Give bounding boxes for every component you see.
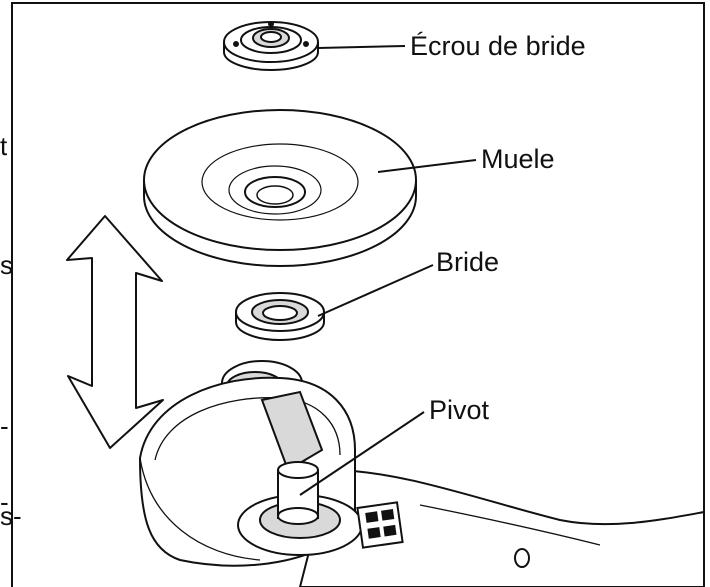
flange-nut-label: Écrou de bride xyxy=(410,31,586,61)
margin-text-fragment: s- xyxy=(0,501,22,531)
diagram-frame xyxy=(11,2,705,587)
flange-part xyxy=(235,292,325,341)
up-down-arrow-icon xyxy=(66,215,164,449)
pivot-label: Pivot xyxy=(429,395,490,425)
flange-nut-part xyxy=(223,21,319,71)
pivot-leader xyxy=(299,411,425,496)
flange-nut-leader xyxy=(317,45,406,49)
flange-leader xyxy=(317,264,434,317)
margin-text-fragment: - xyxy=(0,487,9,517)
margin-text-fragment: - xyxy=(0,411,9,441)
wheel-label: Muele xyxy=(481,144,555,174)
margin-text-fragment: s xyxy=(0,250,13,280)
grinder-body xyxy=(138,360,705,587)
flange-label: Bride xyxy=(436,247,500,277)
wheel-leader xyxy=(377,159,477,173)
wheel-part xyxy=(143,109,417,267)
margin-text-fragment: t xyxy=(0,131,8,161)
